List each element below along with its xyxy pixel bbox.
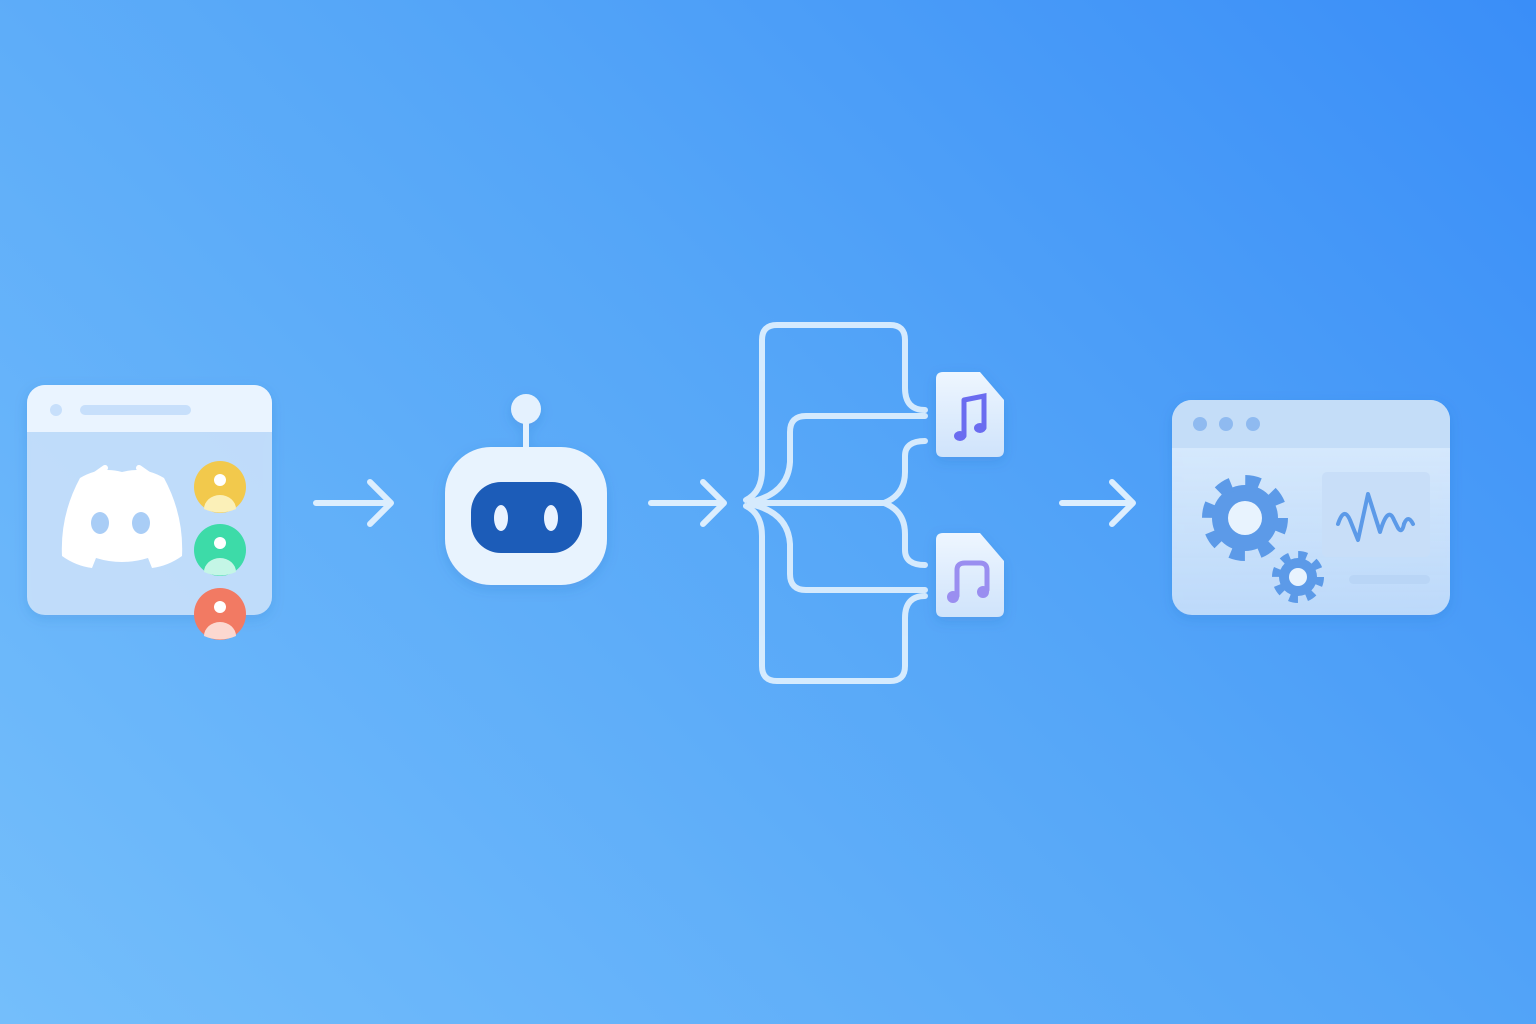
gear-icon <box>1202 475 1288 561</box>
window-dot <box>1193 417 1207 431</box>
arrow-right-icon <box>648 479 727 527</box>
music-file-icon <box>936 533 1004 617</box>
branching-connector-icon <box>743 322 928 684</box>
user-avatar-red <box>194 588 246 640</box>
music-file-icon <box>936 372 1004 457</box>
arrow-right-icon <box>313 479 394 527</box>
waveform-chart-icon <box>1336 492 1406 542</box>
window-dot <box>1219 417 1233 431</box>
arrow-right-icon <box>1059 479 1136 527</box>
title-bar-placeholder <box>80 405 191 415</box>
discord-logo-icon <box>61 465 183 568</box>
user-avatar-green <box>194 524 246 576</box>
progress-placeholder <box>1349 575 1430 584</box>
robot-visor <box>471 482 582 553</box>
gear-small-icon <box>1272 551 1324 603</box>
settings-window-icon <box>1172 400 1450 615</box>
window-dot <box>1246 417 1260 431</box>
robot-icon <box>445 394 607 585</box>
window-dot <box>50 404 62 416</box>
user-avatar-yellow <box>194 461 246 513</box>
